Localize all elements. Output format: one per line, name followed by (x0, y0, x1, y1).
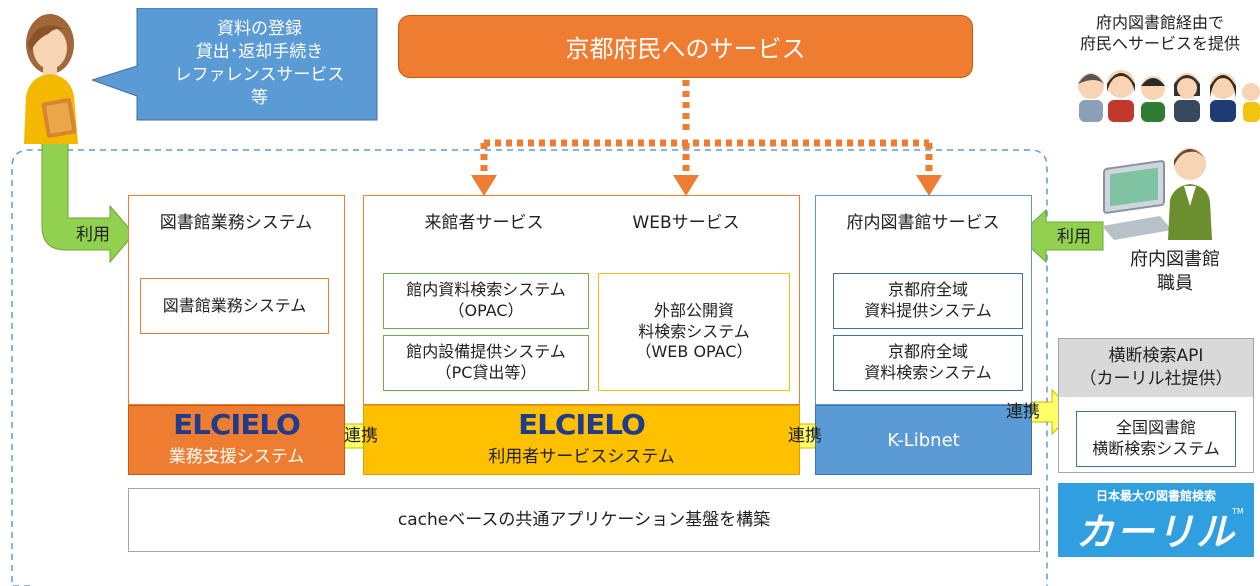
services-panel: 来館者サービス WEBサービス 館内資料検索システム （OPAC） 館内設備提供… (363, 195, 800, 405)
foundation-bar: cacheベースの共通アプリケーション基盤を構築 (128, 488, 1040, 552)
citizen-services-banner: 京都府民へのサービス (398, 15, 973, 78)
link-label-3: 連携 (994, 400, 1052, 424)
staff-label: 府内図書館 職員 (1100, 245, 1250, 299)
user-services-bar: ELCIELO 利用者サービスシステム (363, 405, 800, 475)
use-label-left: 利用 (70, 222, 116, 248)
link-label-3-text: 連携 (1006, 401, 1040, 422)
k-libnet-label: K-Libnet (887, 429, 960, 451)
business-support-bar: ELCIELO 業務支援システム (128, 405, 345, 475)
dashed-system-boundary (11, 149, 1048, 586)
speech-bubble-shape (92, 8, 378, 121)
facility-box: 館内設備提供システム （PC貸出等） (383, 335, 589, 391)
calil-tm: TM (1232, 507, 1244, 516)
opac-box: 館内資料検索システム （OPAC） (383, 273, 589, 329)
elcielo-logo-center: ELCIELO (518, 407, 646, 441)
library-ops-inner-box: 図書館業務システム (140, 278, 329, 334)
foundation-label: cacheベースの共通アプリケーション基盤を構築 (397, 509, 771, 530)
caption-line-1: 府内図書館経由で (1095, 13, 1224, 33)
business-support-label: 業務支援システム (168, 446, 305, 467)
web-opac-line-2: 料検索システム (638, 321, 750, 341)
provision-line-1: 京都府全域 (887, 280, 968, 300)
citizen-services-label: 京都府民へのサービス (565, 35, 806, 63)
api-title-line-2: （カーリル社提供） (1079, 369, 1233, 389)
service-distribution-arrows (480, 80, 933, 175)
api-panel-header: 横断検索API （カーリル社提供） (1059, 339, 1253, 397)
use-label-left-text: 利用 (76, 224, 110, 245)
api-title-line-1: 横断検索API (1108, 346, 1204, 367)
citizens-group-icon (1078, 70, 1260, 122)
librarian-figure-icon (24, 14, 78, 144)
link-label-2-text: 連携 (788, 425, 822, 446)
use-label-right-text: 利用 (1057, 226, 1091, 247)
staff-label-line-2: 職員 (1157, 273, 1193, 294)
opac-line-2: （OPAC） (448, 301, 524, 320)
calil-logo: 日本最大の図書館検索 カーリル TM (1058, 483, 1254, 557)
link-label-1: 連携 (335, 423, 387, 449)
prefecture-provision-box: 京都府全域 資料提供システム (833, 273, 1023, 329)
staff-label-line-1: 府内図書館 (1130, 248, 1220, 270)
web-services-title: WEBサービス (632, 212, 740, 233)
prefecture-search-box: 京都府全域 資料検索システム (833, 335, 1023, 391)
facility-line-2: （PC貸出等） (435, 363, 537, 382)
user-services-label: 利用者サービスシステム (488, 446, 675, 467)
top-right-caption: 府内図書館経由で 府民へサービスを提供 (1060, 8, 1260, 60)
k-libnet-bar: K-Libnet (815, 405, 1032, 475)
library-ops-inner-label: 図書館業務システム (162, 295, 307, 315)
opac-line-1: 館内資料検索システム (406, 280, 566, 300)
calil-tagline: 日本最大の図書館検索 (1095, 488, 1216, 503)
bubble-line-4: 等 (251, 87, 268, 108)
bubble-line-2: 貸出･返却手続き (195, 42, 324, 63)
web-opac-box: 外部公開資 料検索システム （WEB OPAC） (598, 273, 790, 391)
national-line-1: 全国図書館 (1115, 418, 1196, 438)
elcielo-logo-left: ELCIELO (173, 407, 301, 441)
national-search-box: 全国図書館 横断検索システム (1076, 411, 1236, 467)
speech-bubble: 資料の登録 貸出･返却手続き レファレンスサービス 等 (137, 10, 382, 118)
arrow-heads (471, 175, 942, 196)
prefecture-services-title: 府内図書館サービス (846, 212, 1000, 233)
library-ops-title: 図書館業務システム (159, 212, 313, 233)
green-use-arrow-right (1017, 208, 1104, 264)
staff-computer-icon (1102, 148, 1212, 240)
library-ops-panel: 図書館業務システム 図書館業務システム (128, 195, 345, 405)
visitor-services-title: 来館者サービス (424, 212, 544, 233)
use-label-right: 利用 (1046, 224, 1102, 250)
link-label-1-text: 連携 (344, 425, 378, 446)
link-label-2: 連携 (776, 423, 834, 449)
caption-line-2: 府民へサービスを提供 (1079, 34, 1240, 53)
api-panel: 横断検索API （カーリル社提供） 全国図書館 横断検索システム (1058, 338, 1254, 473)
prefecture-services-panel: 府内図書館サービス 京都府全域 資料提供システム 京都府全域 資料検索システム (815, 195, 1032, 405)
search-line-1: 京都府全域 (887, 342, 968, 362)
calil-brand: カーリル (1075, 509, 1236, 554)
green-use-arrow-left (41, 139, 135, 264)
bubble-line-3: レファレンスサービス (174, 65, 345, 85)
search-line-2: 資料検索システム (864, 363, 992, 382)
web-opac-line-1: 外部公開資 (653, 300, 734, 320)
web-opac-line-3: （WEB OPAC） (635, 342, 753, 362)
national-line-2: 横断検索システム (1092, 439, 1220, 458)
provision-line-2: 資料提供システム (864, 301, 992, 320)
facility-line-1: 館内設備提供システム (406, 342, 566, 362)
bubble-line-1: 資料の登録 (217, 19, 302, 40)
